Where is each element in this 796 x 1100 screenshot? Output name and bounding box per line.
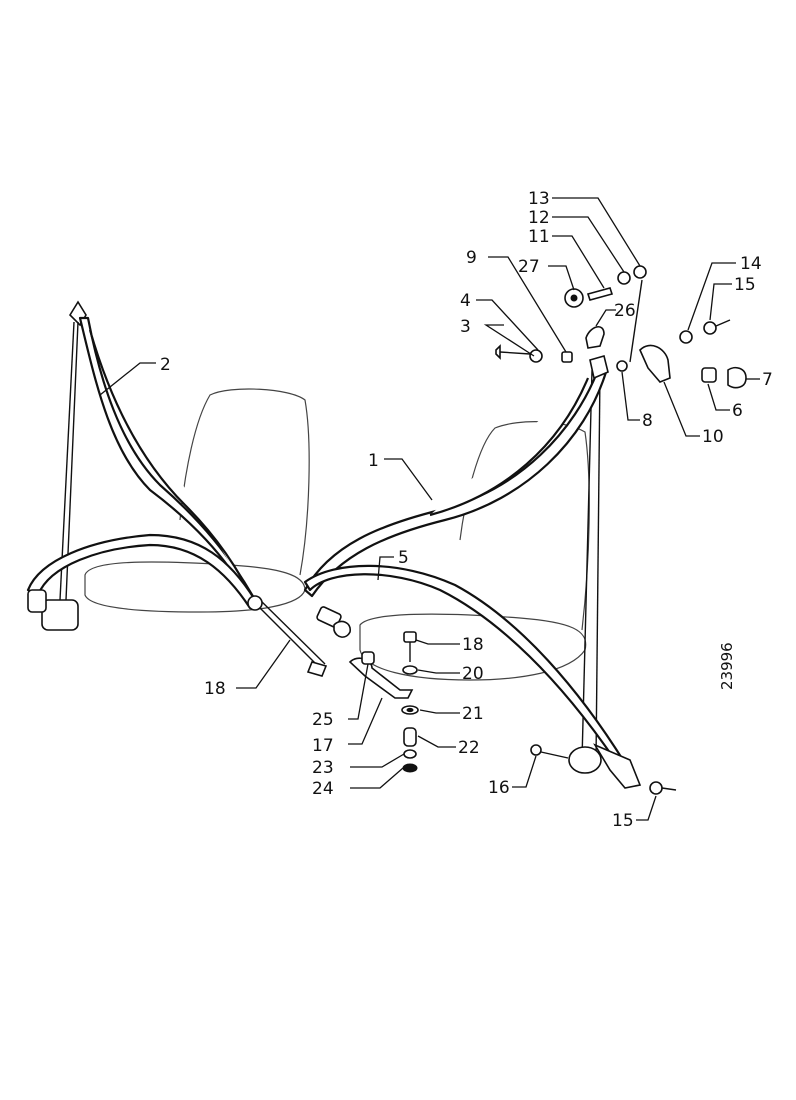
- leader-lines: [99, 197, 760, 821]
- upper-anchor-hardware: [495, 265, 747, 389]
- callout-25: 25: [312, 710, 334, 730]
- callout-26: 26: [614, 301, 636, 321]
- callout-9: 9: [466, 248, 477, 268]
- callout-15-top: 15: [734, 275, 756, 295]
- callout-4: 4: [460, 291, 471, 311]
- callout-23: 23: [312, 758, 334, 778]
- callout-17: 17: [312, 736, 334, 756]
- callout-1: 1: [368, 451, 379, 471]
- callout-27: 27: [518, 257, 540, 277]
- callout-18-left: 18: [204, 679, 226, 699]
- callout-7: 7: [762, 370, 773, 390]
- callout-18-right: 18: [462, 635, 484, 655]
- callout-14: 14: [740, 254, 762, 274]
- callout-6: 6: [732, 401, 743, 421]
- callout-12: 12: [528, 208, 550, 228]
- callout-15-bottom: 15: [612, 811, 634, 831]
- figure-reference-number: 23996: [718, 642, 736, 690]
- callout-8: 8: [642, 411, 653, 431]
- callout-5: 5: [398, 548, 409, 568]
- callout-24: 24: [312, 779, 334, 799]
- callout-16: 16: [488, 778, 510, 798]
- callout-labels: 1 2 3 4 5 6 7 8 9 10 11 12 13 14 15 15 1…: [160, 189, 773, 831]
- left-belt-assembly: [26, 300, 328, 677]
- right-belt-assembly: [303, 355, 642, 789]
- callout-22: 22: [458, 738, 480, 758]
- callout-21: 21: [462, 704, 484, 724]
- callout-3: 3: [460, 317, 471, 337]
- callout-10: 10: [702, 427, 724, 447]
- callout-13: 13: [528, 189, 550, 209]
- callout-20: 20: [462, 664, 484, 684]
- callout-11: 11: [528, 227, 550, 247]
- callout-2: 2: [160, 355, 171, 375]
